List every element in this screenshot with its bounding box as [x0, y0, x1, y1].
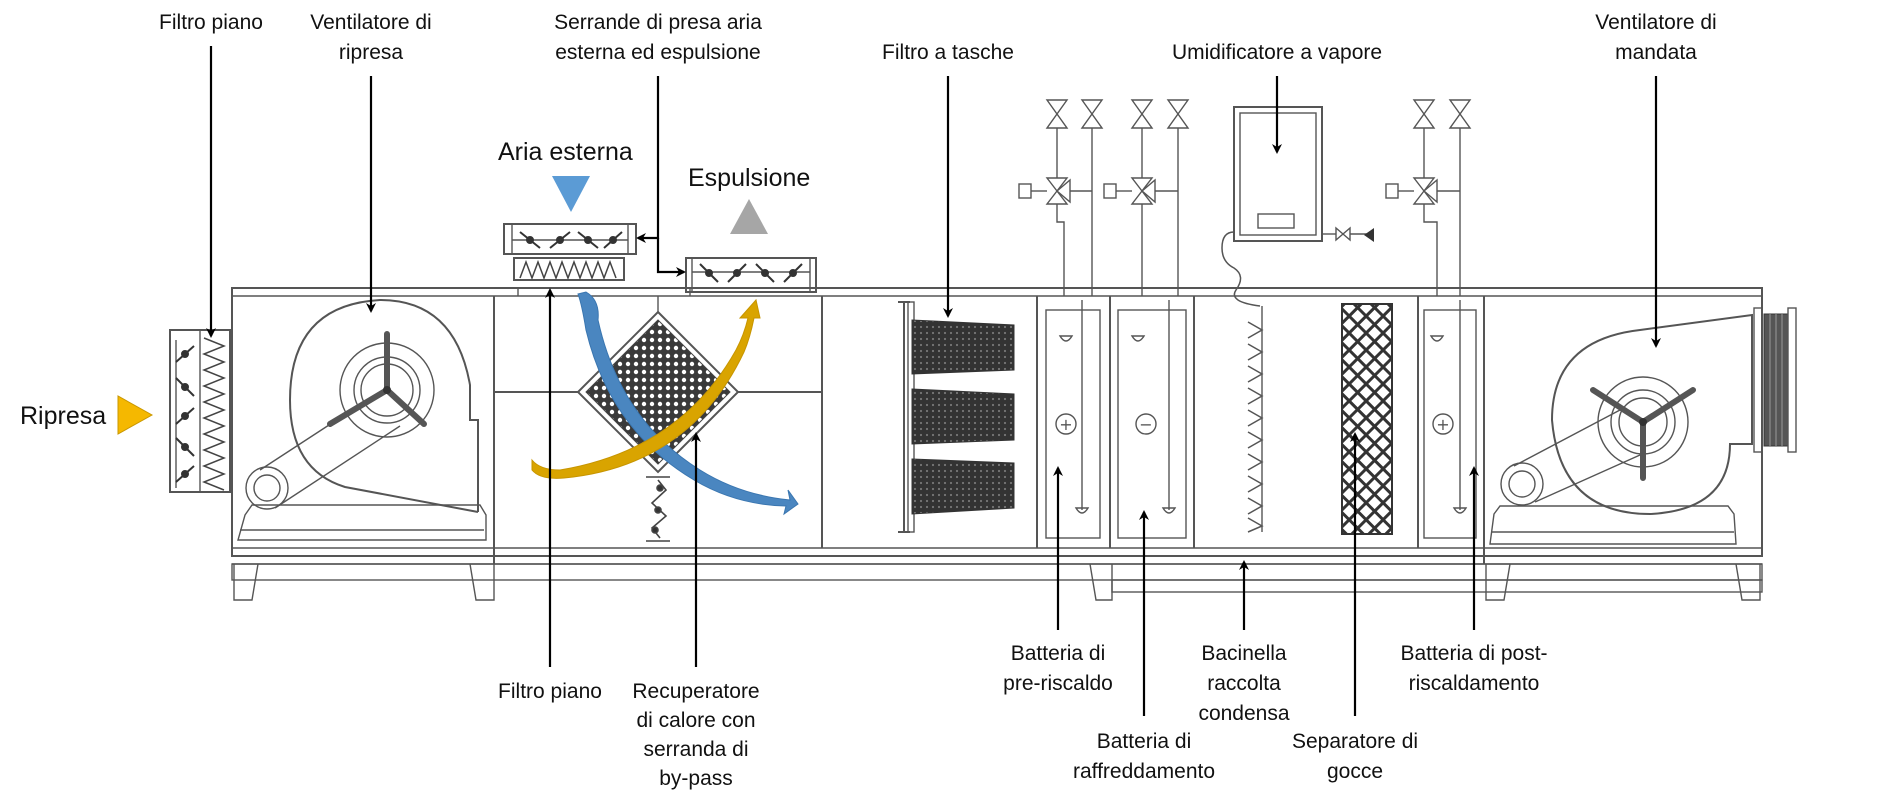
flat-filter-zigzag-top [519, 259, 617, 281]
exhaust-arrow-icon [730, 199, 768, 234]
label-postriscaldamento-1: Batteria di post- [1400, 642, 1547, 665]
cooling-coil: − [1117, 300, 1187, 539]
label-filtro-piano-top: Filtro piano [159, 11, 263, 34]
label-recuperatore-3: serranda di [643, 738, 748, 761]
return-damper-filter [169, 329, 231, 493]
ahu-casing [231, 287, 1763, 601]
label-umidificatore: Umidificatore a vapore [1172, 41, 1382, 64]
postheat-coil: + [1423, 300, 1477, 539]
label-recuperatore-1: Recuperatore [632, 680, 759, 703]
postheat-symbol: + [1436, 415, 1449, 434]
label-bacinella-3: condensa [1198, 702, 1289, 725]
label-serrande-1: Serrande di presa aria [554, 11, 762, 34]
preheat-symbol: + [1059, 415, 1072, 434]
label-bacinella-2: raccolta [1207, 672, 1281, 695]
label-ventilatore-ripresa-2: ripresa [339, 41, 404, 64]
heat-recovery-exchanger [576, 296, 740, 542]
label-preriscaldo-1: Batteria di [1011, 642, 1106, 665]
outdoor-air-arrow-icon [552, 176, 590, 212]
return-air-arrow-icon [117, 395, 154, 435]
label-recuperatore-2: di calore con [636, 709, 755, 732]
label-separatore-2: gocce [1327, 760, 1383, 783]
valve-group-cooling [1103, 99, 1190, 296]
droplet-separator [1341, 303, 1393, 535]
label-recuperatore-4: by-pass [659, 767, 733, 790]
preheat-coil: + [1045, 300, 1101, 539]
supply-fan [1489, 307, 1797, 545]
label-ventilatore-ripresa-1: Ventilatore di [310, 11, 431, 34]
return-damper-blades [175, 345, 195, 483]
valve-group-postheat [1385, 99, 1472, 296]
flat-filter-zigzag-left [201, 337, 227, 491]
label-raffreddamento-1: Batteria di [1097, 730, 1192, 753]
label-postriscaldamento-2: riscaldamento [1409, 672, 1540, 695]
label-serrande-2: esterna ed espulsione [555, 41, 760, 64]
bag-filter [898, 301, 1015, 533]
steam-nozzles [1247, 321, 1264, 533]
label-ventilatore-mandata-1: Ventilatore di [1595, 11, 1716, 34]
flow-label-aria-esterna: Aria esterna [498, 138, 633, 166]
return-air-flow-curve [531, 298, 761, 479]
valve-group-preheat [1018, 99, 1104, 296]
return-fan [237, 298, 487, 541]
label-filtro-piano-bottom: Filtro piano [498, 680, 602, 703]
leader-serranda-espulsione [656, 238, 686, 277]
exhaust-damper [685, 257, 817, 293]
flow-label-ripresa: Ripresa [20, 402, 106, 430]
outdoor-air-flow-curve [577, 291, 799, 516]
leader-serranda-presa [636, 76, 660, 243]
label-raffreddamento-2: raffreddamento [1073, 760, 1215, 783]
label-ventilatore-mandata-2: mandata [1615, 41, 1697, 64]
label-filtro-tasche: Filtro a tasche [882, 41, 1014, 64]
leader-lines [206, 46, 1661, 716]
outdoor-air-damper [494, 223, 691, 296]
label-separatore-1: Separatore di [1292, 730, 1418, 753]
bypass-damper [646, 476, 670, 542]
label-preriscaldo-2: pre-riscaldo [1003, 672, 1113, 695]
flow-label-espulsione: Espulsione [688, 164, 810, 192]
cooling-symbol: − [1139, 415, 1152, 434]
label-bacinella-1: Bacinella [1201, 642, 1287, 665]
